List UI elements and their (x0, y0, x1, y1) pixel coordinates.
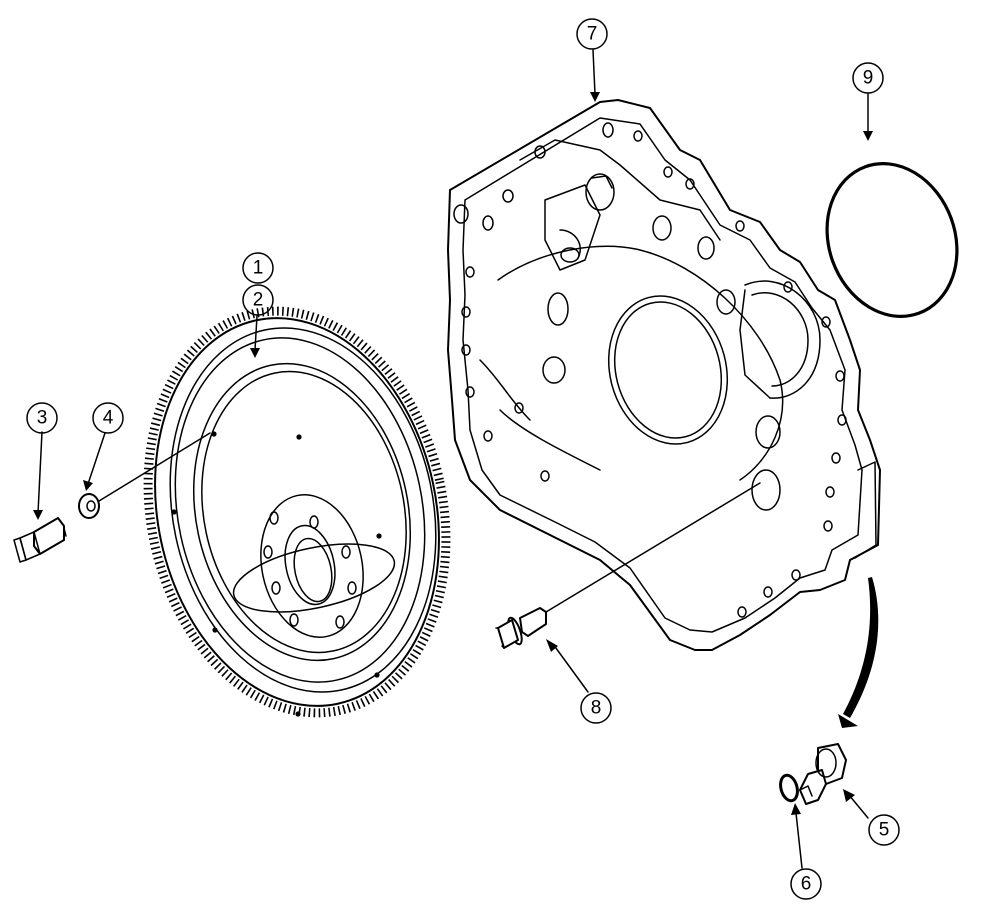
callout-label-2: 2 (253, 290, 264, 311)
callout-8: 8 (580, 692, 612, 724)
callout-label-3: 3 (37, 408, 48, 429)
washer-part-4 (78, 493, 100, 519)
callout-6: 6 (790, 868, 822, 900)
callout-5: 5 (868, 814, 900, 846)
flanged-bolt-part-8 (495, 607, 547, 649)
callout-3: 3 (26, 402, 58, 434)
callout-7: 7 (576, 18, 608, 50)
callout-4: 4 (92, 402, 124, 434)
callout-1: 1 (242, 252, 274, 284)
callout-9: 9 (852, 62, 884, 94)
callout-label-5: 5 (879, 820, 890, 841)
curved-install-arrow (838, 577, 879, 728)
plug-part-5 (799, 743, 847, 805)
callout-label-6: 6 (801, 874, 812, 895)
callout-label-7: 7 (587, 24, 598, 45)
o-ring-part-9 (825, 162, 959, 318)
callout-label-8: 8 (591, 698, 602, 719)
callout-arrows (33, 49, 873, 869)
callout-2: 2 (242, 284, 274, 316)
bolt-part-3 (13, 517, 67, 563)
callout-label-1: 1 (253, 258, 264, 279)
flywheel-housing-part-7 (447, 99, 881, 651)
assembly-lines (98, 432, 761, 613)
o-ring-part-6 (779, 773, 799, 803)
flywheel-ring-gear-parts-1-2 (143, 306, 451, 718)
callout-label-4: 4 (103, 408, 114, 429)
callout-label-9: 9 (863, 68, 874, 89)
